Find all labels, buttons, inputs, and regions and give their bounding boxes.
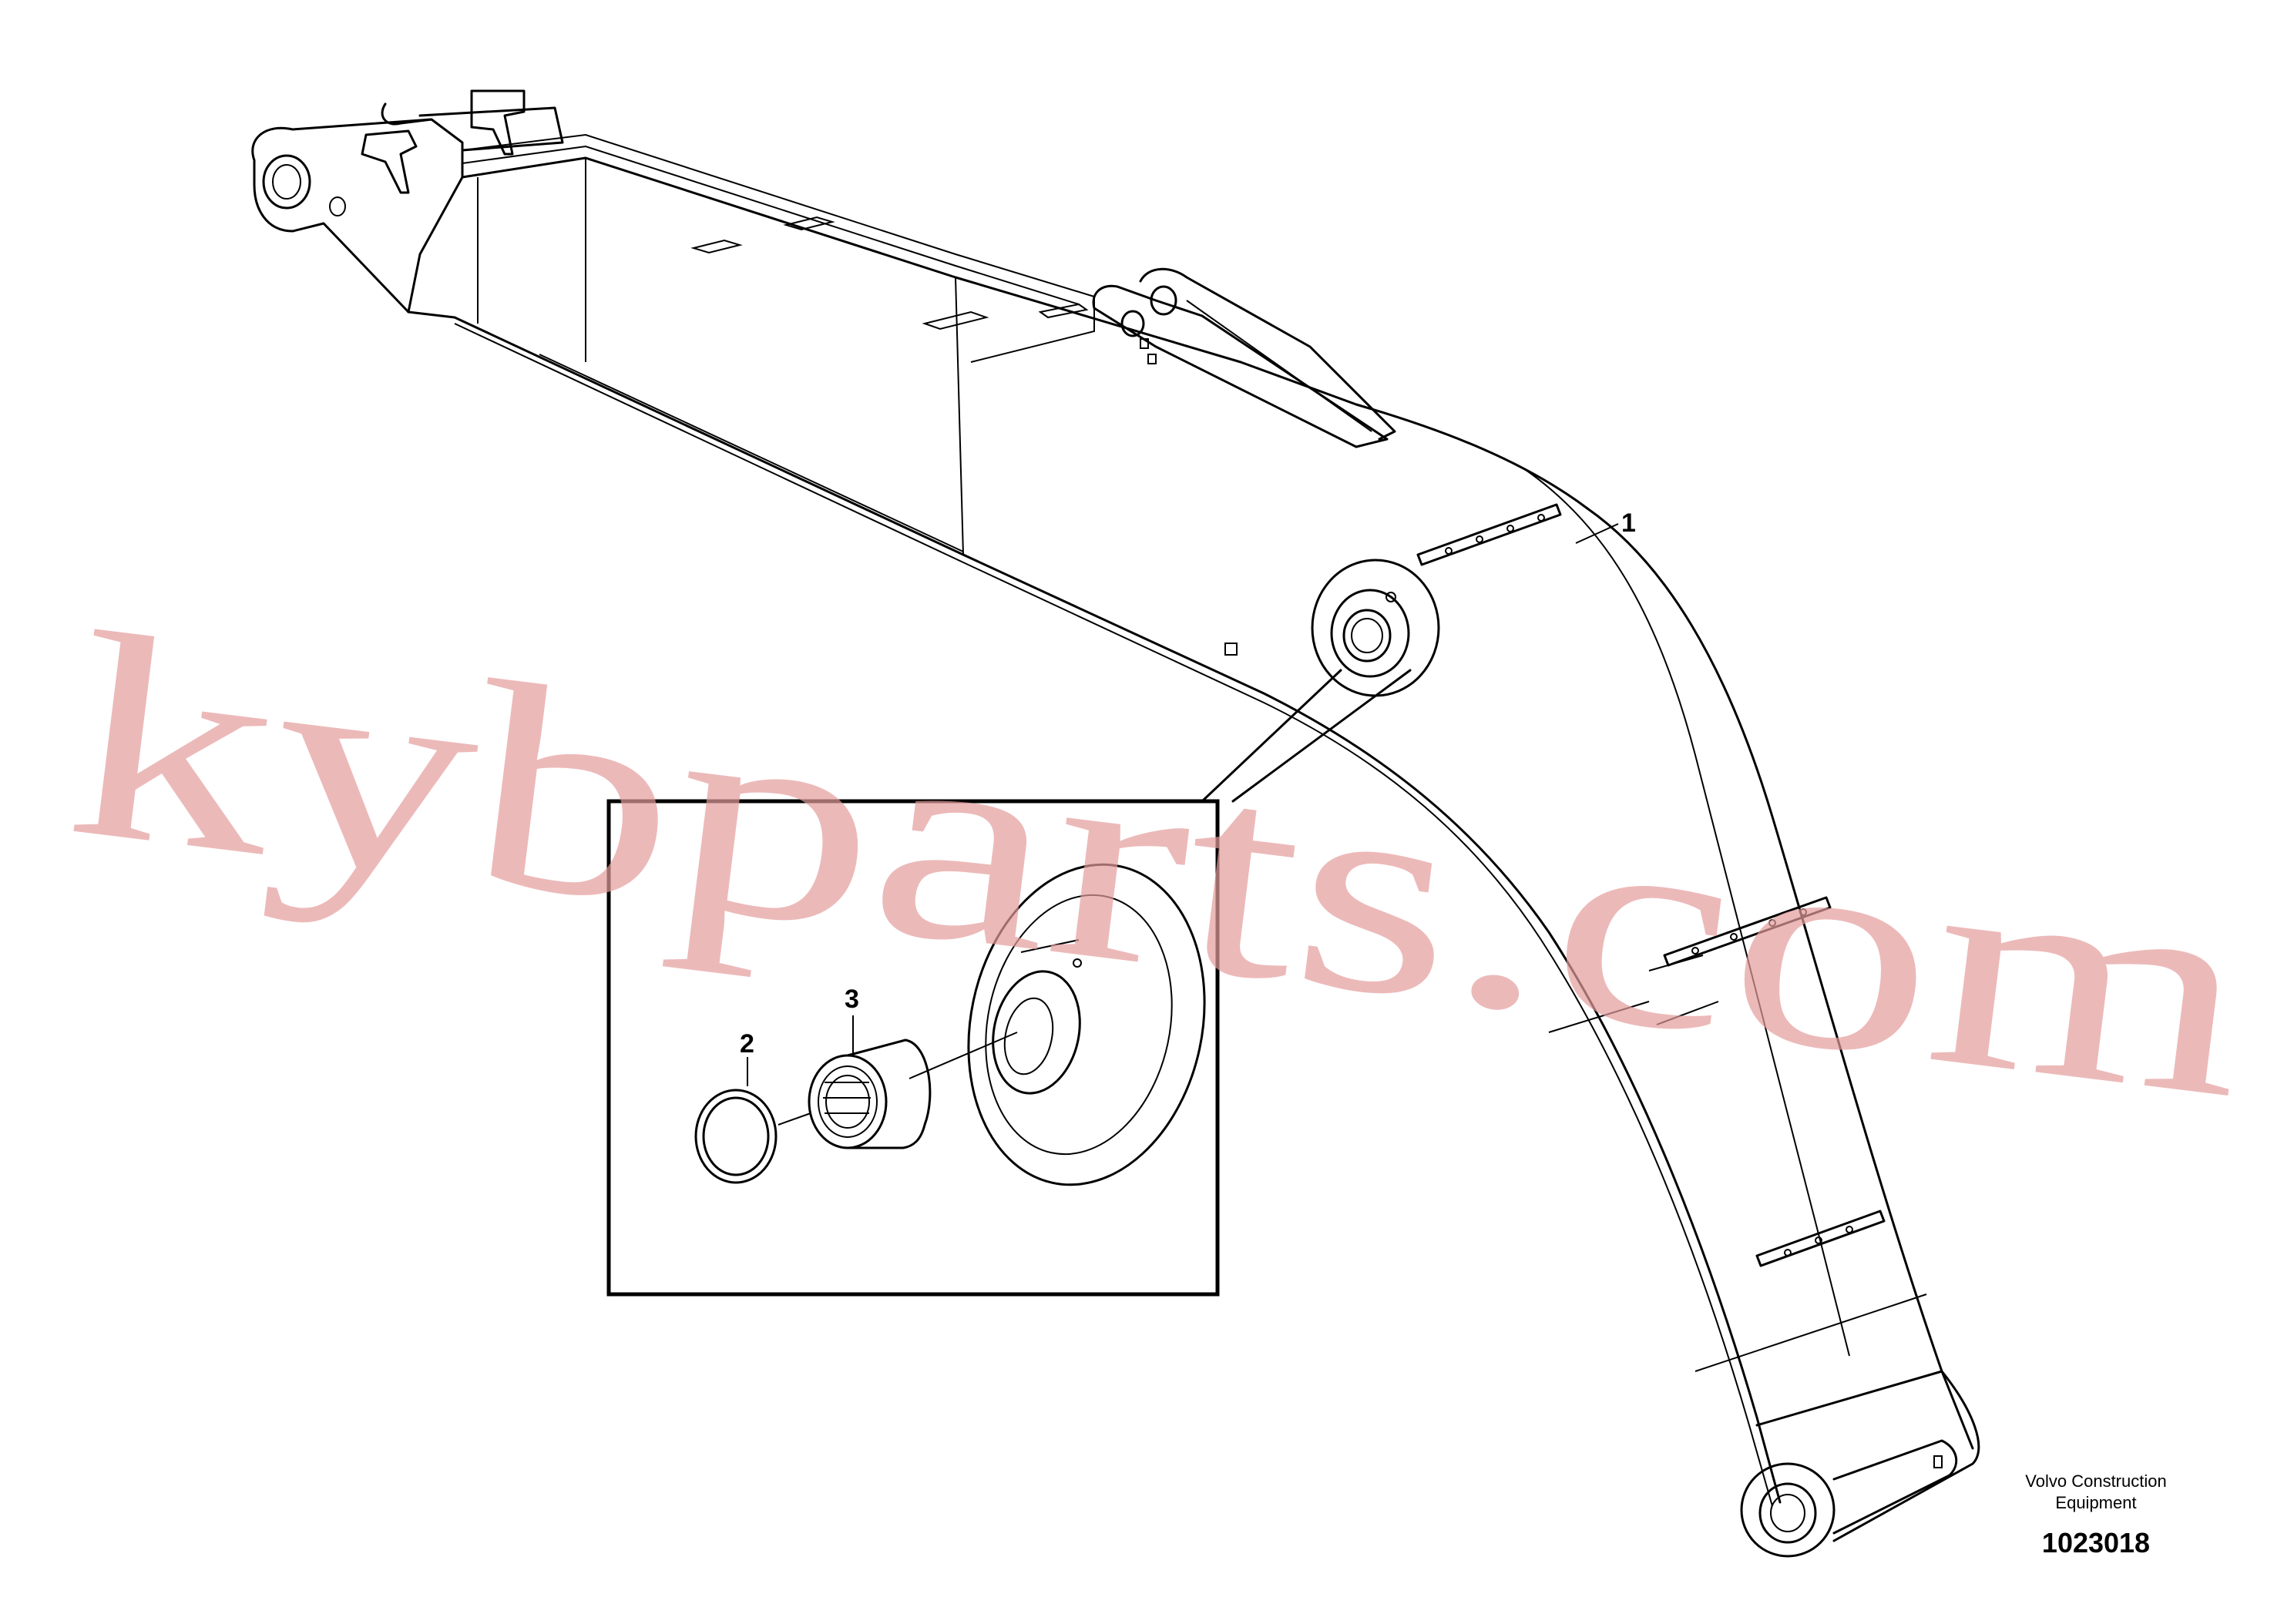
- callout-2: 2: [740, 1029, 754, 1086]
- boom-drawing: [251, 89, 1980, 1558]
- boom-rear-lug: [251, 89, 564, 314]
- boom-clamp-bands: [1416, 503, 1886, 1267]
- boom-front-lug: [1694, 1293, 1980, 1558]
- callout-3-label: 3: [845, 985, 859, 1014]
- callout-1-label: 1: [1621, 508, 1636, 538]
- o-ring-part-2: [694, 1089, 778, 1184]
- detail-inset: [606, 669, 1412, 1297]
- arm-cylinder-bracket: [1092, 267, 1396, 448]
- callout-3: 3: [845, 985, 859, 1054]
- detail-leader-lines: [1201, 669, 1412, 803]
- callout-1: 1: [1575, 508, 1636, 544]
- washer-plate: [967, 863, 1206, 1186]
- brand-line-1: Volvo Construction: [2025, 1471, 2166, 1491]
- assembly-centerline: [778, 1032, 1018, 1126]
- boom-pivot-boss: [1224, 559, 1440, 697]
- callout-2-label: 2: [740, 1029, 754, 1059]
- detail-frame: [606, 799, 1220, 1297]
- brand-line-2: Equipment: [2055, 1493, 2136, 1512]
- boom-outer-curve: [1586, 507, 1974, 1450]
- bushing-part-3: [808, 1038, 932, 1149]
- boom-bottom-edge: [407, 310, 1782, 1504]
- boom-top-edge: [461, 156, 1589, 510]
- brand-block: Volvo Construction Equipment 1023018: [2025, 1471, 2166, 1559]
- figure-number: 1023018: [2042, 1527, 2150, 1559]
